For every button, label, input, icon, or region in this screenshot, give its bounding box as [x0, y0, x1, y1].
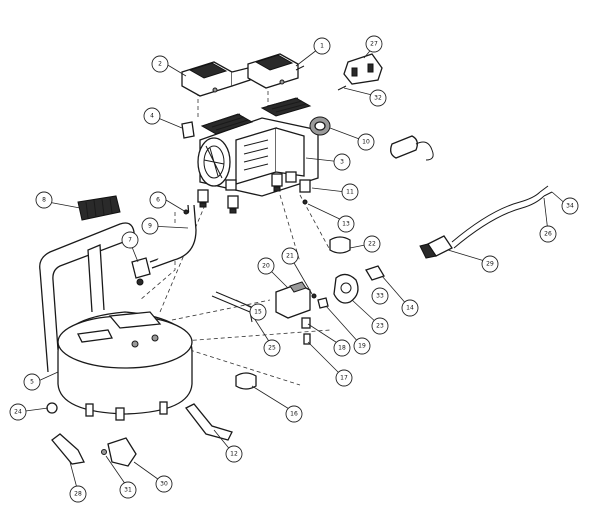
svg-text:10: 10 [362, 139, 370, 146]
svg-text:25: 25 [268, 345, 276, 352]
callout-1: 1 [313, 37, 331, 55]
callouts: 1 2 3 4 5 6 7 8 9 10 11 12 13 14 15 16 1… [9, 35, 579, 503]
svg-text:8: 8 [42, 197, 46, 204]
svg-text:20: 20 [262, 263, 270, 270]
callout-7: 7 [121, 231, 139, 249]
svg-text:5: 5 [30, 379, 34, 386]
svg-text:18: 18 [338, 345, 346, 352]
svg-text:23: 23 [376, 323, 384, 330]
svg-text:12: 12 [230, 451, 238, 458]
bottom-parts [46, 372, 257, 467]
callout-10: 10 [357, 133, 375, 151]
svg-text:1: 1 [320, 43, 324, 50]
callout-30: 30 [155, 475, 173, 493]
callout-6: 6 [149, 191, 167, 209]
svg-text:17: 17 [340, 375, 348, 382]
callout-19: 19 [353, 337, 371, 355]
callout-4: 4 [143, 107, 161, 125]
svg-text:14: 14 [406, 305, 414, 312]
callout-31: 31 [119, 481, 137, 499]
callout-20: 20 [257, 257, 275, 275]
callout-34: 34 [561, 197, 579, 215]
callout-17: 17 [335, 369, 353, 387]
callout-2: 2 [151, 55, 169, 73]
filter-and-tubes [77, 121, 197, 286]
callout-21: 21 [281, 247, 299, 265]
pump-motor-assembly [197, 97, 319, 197]
callout-15: 15 [249, 303, 267, 321]
callout-16: 16 [285, 405, 303, 423]
callout-11: 11 [341, 183, 359, 201]
svg-text:19: 19 [358, 343, 366, 350]
svg-text:24: 24 [14, 409, 22, 416]
svg-text:16: 16 [290, 411, 298, 418]
svg-text:30: 30 [160, 481, 168, 488]
svg-text:3: 3 [340, 159, 344, 166]
svg-text:29: 29 [486, 261, 494, 268]
callout-3: 3 [333, 153, 351, 171]
power-cord [419, 185, 553, 259]
svg-text:15: 15 [254, 309, 262, 316]
callout-25: 25 [263, 339, 281, 357]
svg-text:34: 34 [566, 203, 574, 210]
callout-32: 32 [369, 89, 387, 107]
callout-26: 26 [539, 225, 557, 243]
svg-text:7: 7 [128, 237, 132, 244]
callout-13: 13 [337, 215, 355, 233]
callout-33: 33 [371, 287, 389, 305]
svg-text:22: 22 [368, 241, 376, 248]
callout-12: 12 [225, 445, 243, 463]
callout-9: 9 [141, 217, 159, 235]
svg-text:26: 26 [544, 231, 552, 238]
svg-text:9: 9 [148, 223, 152, 230]
svg-text:32: 32 [374, 95, 382, 102]
svg-text:31: 31 [124, 487, 132, 494]
svg-text:13: 13 [342, 221, 350, 228]
hardware-top [295, 53, 434, 161]
callout-27: 27 [365, 35, 383, 53]
callout-29: 29 [481, 255, 499, 273]
callout-28: 28 [69, 485, 87, 503]
svg-text:33: 33 [376, 293, 384, 300]
callout-24: 24 [9, 403, 27, 421]
callout-22: 22 [363, 235, 381, 253]
pressure-switch-manifold [211, 236, 385, 345]
callout-5: 5 [23, 373, 41, 391]
callout-23: 23 [371, 317, 389, 335]
svg-text:4: 4 [150, 113, 154, 120]
svg-text:28: 28 [74, 491, 82, 498]
svg-text:11: 11 [346, 189, 354, 196]
pump-shrouds [181, 53, 299, 97]
callout-18: 18 [333, 339, 351, 357]
svg-text:6: 6 [156, 197, 160, 204]
rubber-feet [197, 173, 311, 214]
callout-14: 14 [401, 299, 419, 317]
svg-text:2: 2 [158, 61, 162, 68]
callout-8: 8 [35, 191, 53, 209]
svg-text:21: 21 [286, 253, 294, 260]
svg-text:27: 27 [370, 41, 378, 48]
air-tank [39, 222, 193, 421]
